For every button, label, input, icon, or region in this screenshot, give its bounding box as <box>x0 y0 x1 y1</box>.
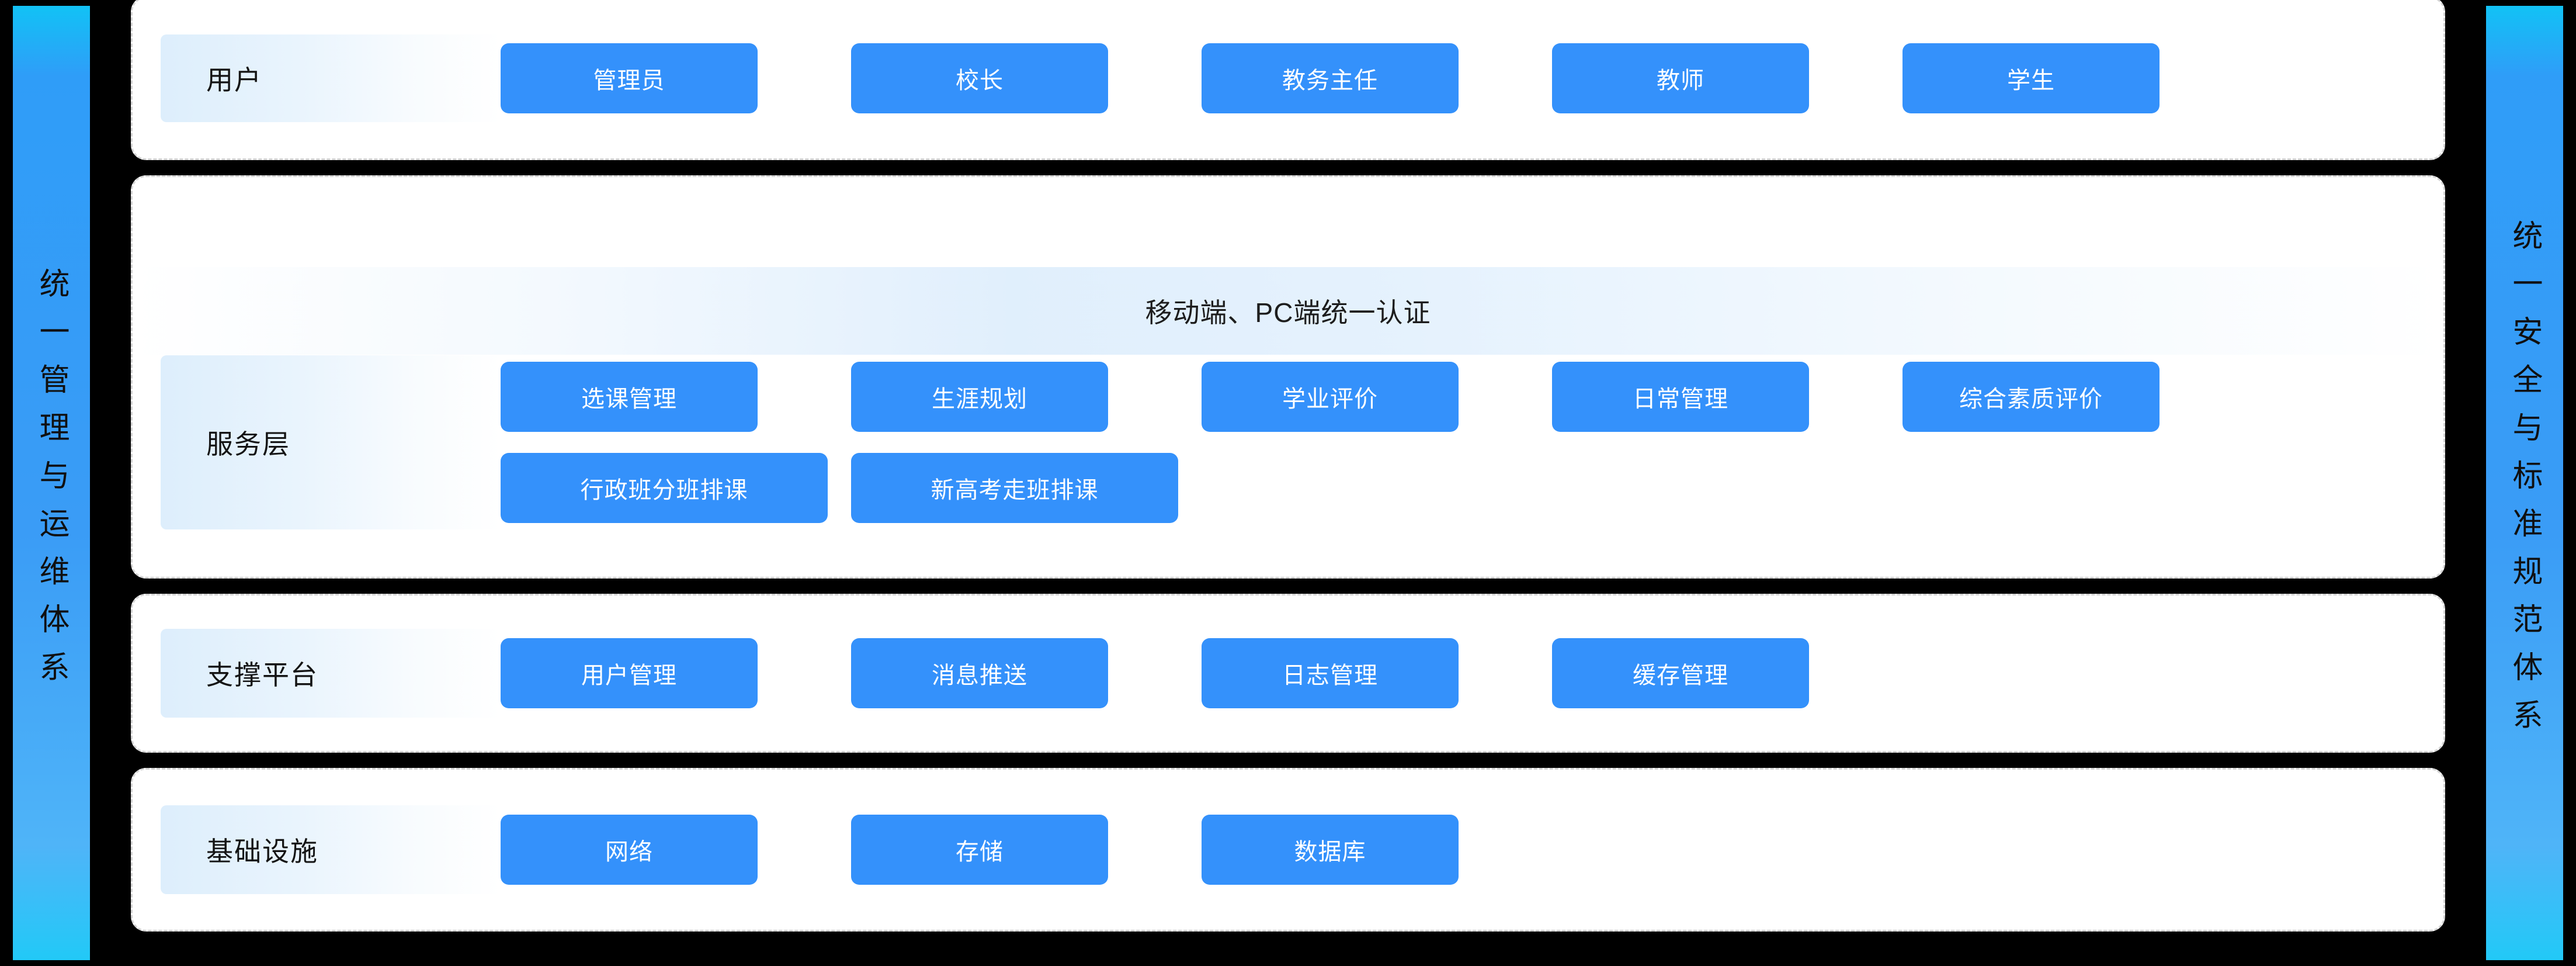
node-administrative-class-scheduling[interactable]: 行政班分班排课 <box>501 453 828 523</box>
layer-label-text-infrastructure: 基础设施 <box>206 836 318 867</box>
layer-label-text-users: 用户 <box>206 65 262 95</box>
node-new-gaokao-elective-scheduling[interactable]: 新高考走班排课 <box>851 453 1178 523</box>
node-career-planning[interactable]: 生涯规划 <box>851 362 1108 432</box>
layer-card-service: 移动端、PC端统一认证 服务层 选课管理 生涯规划 学业评价 <box>131 175 2445 579</box>
node-academic-evaluation[interactable]: 学业评价 <box>1202 362 1459 432</box>
unified-auth-banner-label: 移动端、PC端统一认证 <box>1145 297 1431 328</box>
node-slot: 网络 <box>501 815 851 885</box>
node-slot: 日常管理 <box>1552 362 1903 432</box>
layer-label-infrastructure: 基础设施 <box>161 805 501 894</box>
node-slot: 新高考走班排课 <box>851 453 1202 523</box>
node-course-selection-management[interactable]: 选课管理 <box>501 362 758 432</box>
node-network[interactable]: 网络 <box>501 815 758 885</box>
layer-label-text-service: 服务层 <box>206 429 290 459</box>
node-slot: 综合素质评价 <box>1903 362 2253 432</box>
layer-card-support: 支撑平台 用户管理 消息推送 日志管理 缓存管理 <box>131 594 2445 753</box>
layer-row-service: 服务层 选课管理 生涯规划 学业评价 日常管理 <box>133 355 2443 530</box>
node-principal[interactable]: 校长 <box>851 43 1108 113</box>
layer-stack: 用户 管理员 校长 教务主任 教师 <box>131 0 2445 966</box>
right-side-banner: 统一安全与标准规范体系 <box>2486 6 2563 960</box>
node-slot: 日志管理 <box>1202 638 1552 708</box>
node-slot: 用户管理 <box>501 638 851 708</box>
node-storage[interactable]: 存储 <box>851 815 1108 885</box>
layer-row-users: 用户 管理员 校长 教务主任 教师 <box>133 0 2443 158</box>
node-slot: 学业评价 <box>1202 362 1552 432</box>
layer-nodes-users: 管理员 校长 教务主任 教师 学生 <box>501 0 2443 158</box>
node-user-management[interactable]: 用户管理 <box>501 638 758 708</box>
node-academic-director[interactable]: 教务主任 <box>1202 43 1459 113</box>
node-student[interactable]: 学生 <box>1903 43 2160 113</box>
layer-row-infrastructure: 基础设施 网络 存储 数据库 <box>133 770 2443 930</box>
layer-row-support: 支撑平台 用户管理 消息推送 日志管理 缓存管理 <box>133 595 2443 751</box>
node-row: 用户管理 消息推送 日志管理 缓存管理 <box>501 638 2443 708</box>
unified-auth-banner: 移动端、PC端统一认证 <box>133 267 2443 355</box>
node-slot: 校长 <box>851 43 1202 113</box>
node-comprehensive-quality-evaluation[interactable]: 综合素质评价 <box>1903 362 2160 432</box>
node-slot: 选课管理 <box>501 362 851 432</box>
layer-nodes-support: 用户管理 消息推送 日志管理 缓存管理 <box>501 595 2443 751</box>
layer-nodes-service: 选课管理 生涯规划 学业评价 日常管理 综合素质评价 <box>501 355 2443 530</box>
left-side-banner-label: 统一管理与运维体系 <box>34 267 68 699</box>
right-side-banner-label: 统一安全与标准规范体系 <box>2508 219 2542 747</box>
node-slot: 学生 <box>1903 43 2253 113</box>
node-slot: 行政班分班排课 <box>501 453 851 523</box>
layer-nodes-infrastructure: 网络 存储 数据库 <box>501 770 2443 930</box>
node-database[interactable]: 数据库 <box>1202 815 1459 885</box>
node-slot: 教师 <box>1552 43 1903 113</box>
node-row: 管理员 校长 教务主任 教师 学生 <box>501 43 2443 113</box>
node-teacher[interactable]: 教师 <box>1552 43 1809 113</box>
node-message-push[interactable]: 消息推送 <box>851 638 1108 708</box>
layer-label-users: 用户 <box>161 34 501 122</box>
node-row: 行政班分班排课 新高考走班排课 <box>501 453 2443 523</box>
node-slot: 消息推送 <box>851 638 1202 708</box>
layer-card-users: 用户 管理员 校长 教务主任 教师 <box>131 0 2445 160</box>
node-row: 选课管理 生涯规划 学业评价 日常管理 综合素质评价 <box>501 362 2443 432</box>
layer-label-support: 支撑平台 <box>161 629 501 718</box>
layer-card-infrastructure: 基础设施 网络 存储 数据库 <box>131 768 2445 932</box>
layer-label-text-support: 支撑平台 <box>206 660 318 690</box>
node-slot: 存储 <box>851 815 1202 885</box>
node-admin[interactable]: 管理员 <box>501 43 758 113</box>
node-slot: 生涯规划 <box>851 362 1202 432</box>
node-slot: 缓存管理 <box>1552 638 1903 708</box>
node-log-management[interactable]: 日志管理 <box>1202 638 1459 708</box>
node-row: 网络 存储 数据库 <box>501 815 2443 885</box>
node-slot: 教务主任 <box>1202 43 1552 113</box>
left-side-banner: 统一管理与运维体系 <box>13 6 90 960</box>
node-cache-management[interactable]: 缓存管理 <box>1552 638 1809 708</box>
node-slot: 管理员 <box>501 43 851 113</box>
node-daily-management[interactable]: 日常管理 <box>1552 362 1809 432</box>
node-slot: 数据库 <box>1202 815 1552 885</box>
layer-label-service: 服务层 <box>161 355 501 529</box>
